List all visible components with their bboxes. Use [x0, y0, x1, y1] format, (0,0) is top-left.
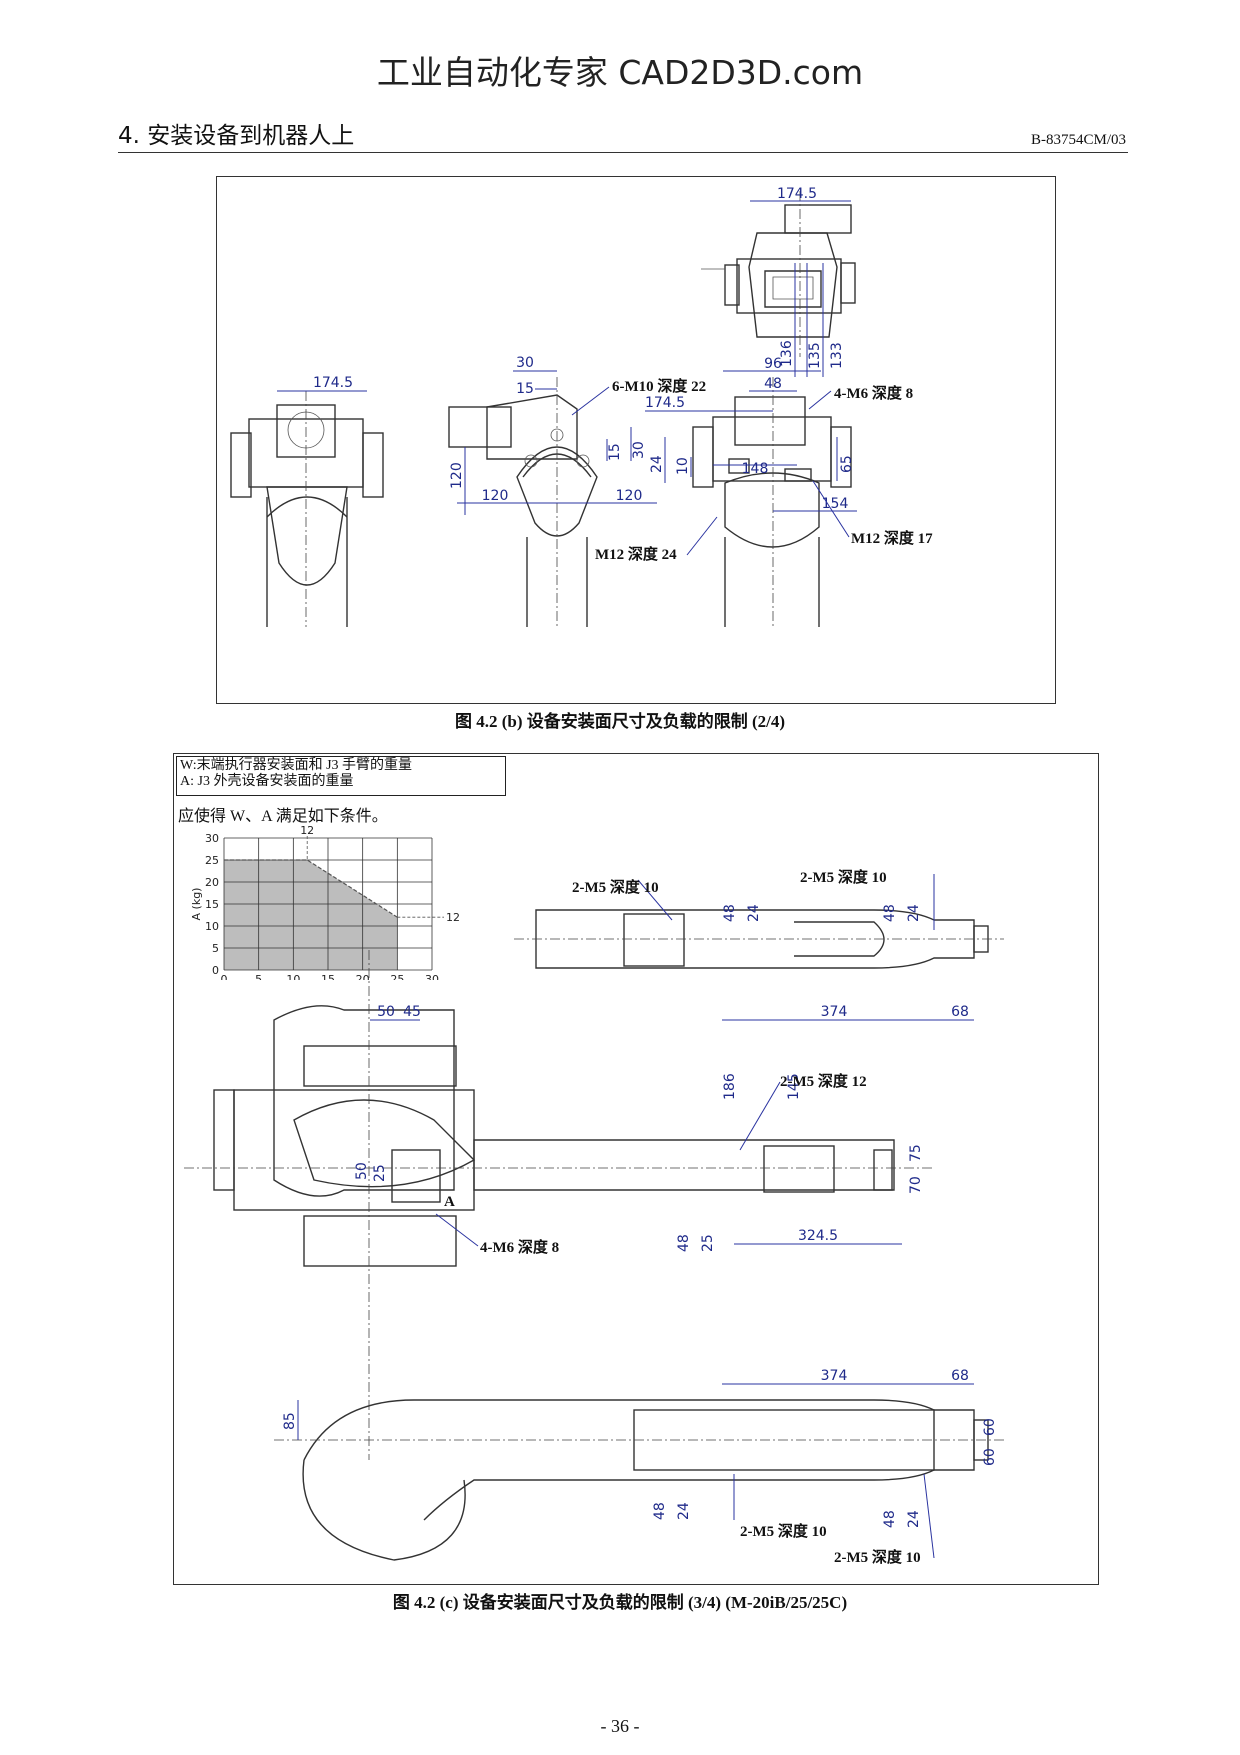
- dim-30-side: 30: [631, 441, 647, 459]
- y-tick-label: 0: [212, 964, 219, 977]
- dim-154: 154: [822, 496, 849, 512]
- dim-186: 186: [722, 1073, 738, 1100]
- note-2-m5-depth-10-b: 2-M5 深度 10: [800, 868, 887, 886]
- dim-174-5-left: 174.5: [313, 375, 353, 391]
- figure-b-drawing: 174.5 136 135 133 174.5: [230, 186, 933, 627]
- label-a: A: [444, 1194, 455, 1210]
- x-tick-label: 15: [321, 973, 335, 980]
- dim-70: 70: [908, 1176, 924, 1194]
- dim-25-a: 25: [372, 1164, 388, 1182]
- y-tick-label: 30: [205, 832, 219, 845]
- dim-374-a: 374: [821, 1004, 848, 1020]
- dim-135: 135: [807, 342, 823, 369]
- wrist-top-view: [701, 191, 856, 357]
- load-boundary-line: [224, 859, 398, 918]
- y-tick-label: 20: [205, 876, 219, 889]
- dim-133: 133: [829, 342, 845, 369]
- dim-25-b: 25: [700, 1234, 716, 1252]
- page-number: - 36 -: [600, 1716, 640, 1736]
- dim-48-c: 48: [676, 1234, 692, 1252]
- section-title: 4. 安装设备到机器人上: [118, 123, 355, 149]
- figure-c-drawing: 2-M5 深度 10 2-M5 深度 10 48 24 48 24 374 68…: [184, 868, 1004, 1566]
- x-tick-label: 10: [286, 973, 300, 980]
- note-m12-depth-24: M12 深度 24: [595, 545, 677, 563]
- dim-324-5: 324.5: [798, 1228, 838, 1244]
- dim-68-b: 68: [951, 1368, 969, 1384]
- document-id: B-83754CM/03: [1030, 132, 1126, 148]
- dim-24-d: 24: [906, 1510, 922, 1528]
- dim-85: 85: [282, 1412, 298, 1430]
- y-tick-label: 25: [205, 854, 219, 867]
- load-condition-text: 应使得 W、A 满足如下条件。: [178, 808, 388, 825]
- dim-120-right: 120: [616, 488, 643, 504]
- dim-148: 148: [742, 461, 769, 477]
- dim-145: 145: [786, 1073, 802, 1100]
- dim-75: 75: [908, 1144, 924, 1162]
- load-chart: 0510152025300510152025301212W (kg)A (kg): [190, 824, 460, 980]
- dim-50-a: 50: [377, 1004, 395, 1020]
- dim-10: 10: [675, 457, 691, 475]
- dim-68-a: 68: [951, 1004, 969, 1020]
- dim-15-side: 15: [607, 443, 623, 461]
- note-2-m5-depth-12: 2-M5 深度 12: [780, 1072, 867, 1090]
- y-axis-label: A (kg): [190, 888, 203, 921]
- dim-15-mid: 15: [516, 381, 534, 397]
- x-tick-label: 30: [425, 973, 439, 980]
- dim-24-b: 24: [906, 904, 922, 922]
- y-tick-label: 10: [205, 920, 219, 933]
- dim-120-vert: 120: [449, 462, 465, 489]
- y-tick-label: 15: [205, 898, 219, 911]
- watermark: 工业自动化专家 CAD2D3D.com: [376, 53, 864, 92]
- legend-line-a: A: J3 外壳设备安装面的重量: [180, 774, 354, 789]
- dim-48-e: 48: [882, 1510, 898, 1528]
- note-4-m6-depth-8-c: 4-M6 深度 8: [480, 1238, 559, 1256]
- weight-legend: W:末端执行器安装面和 J3 手臂的重量 A: J3 外壳设备安装面的重量: [176, 756, 506, 796]
- annotation-y-12: 12: [446, 911, 460, 924]
- legend-line-w: W:末端执行器安装面和 J3 手臂的重量: [180, 758, 413, 773]
- figure-c-caption: 图 4.2 (c) 设备安装面尺寸及负载的限制 (3/4) (M-20iB/25…: [392, 1593, 848, 1612]
- dim-24: 24: [649, 455, 665, 473]
- note-2-m5-depth-10-d: 2-M5 深度 10: [834, 1548, 921, 1566]
- annotation-x-12: 12: [300, 824, 314, 837]
- dim-48-d: 48: [652, 1502, 668, 1520]
- y-tick-label: 5: [212, 942, 219, 955]
- dim-136: 136: [779, 340, 795, 367]
- arm-top-view: [514, 909, 1004, 969]
- figure-b-caption: 图 4.2 (b) 设备安装面尺寸及负载的限制 (2/4): [454, 712, 786, 731]
- middle-arm-view: [448, 377, 598, 627]
- dim-174-5-top: 174.5: [777, 186, 817, 202]
- note-6-m10-depth-22: 6-M10 深度 22: [612, 377, 706, 395]
- dim-48-b: 48: [882, 904, 898, 922]
- x-tick-label: 5: [255, 973, 262, 980]
- arm-side-view: [274, 1399, 1004, 1561]
- note-m12-depth-17: M12 深度 17: [851, 529, 933, 547]
- page-header: 4. 安装设备到机器人上 B-83754CM/03: [118, 123, 1128, 153]
- dim-174-5-right: 174.5: [645, 395, 685, 411]
- dim-60-b: 60: [982, 1448, 998, 1466]
- dim-60-a: 60: [982, 1418, 998, 1436]
- dim-120-left: 120: [482, 488, 509, 504]
- allowable-load-area: [224, 860, 398, 970]
- note-4-m6-depth-8: 4-M6 深度 8: [834, 384, 913, 402]
- dim-24-a: 24: [746, 904, 762, 922]
- dim-48: 48: [764, 376, 782, 392]
- dim-65: 65: [839, 455, 855, 473]
- right-arm-view: [692, 377, 852, 627]
- dim-50-b: 50: [354, 1162, 370, 1180]
- left-arm-view: [230, 391, 384, 627]
- dim-24-c: 24: [676, 1502, 692, 1520]
- note-2-m5-depth-10-c: 2-M5 深度 10: [740, 1522, 827, 1540]
- dim-48-a: 48: [722, 904, 738, 922]
- dim-30-mid: 30: [516, 355, 534, 371]
- arm-main-view: [184, 950, 934, 1460]
- figure-b-frame: 174.5 136 135 133 174.5: [216, 176, 1056, 704]
- x-tick-label: 0: [221, 973, 228, 980]
- dim-45: 45: [403, 1004, 421, 1020]
- dim-374-b: 374: [821, 1368, 848, 1384]
- dim-96: 96: [764, 356, 782, 372]
- note-2-m5-depth-10-a: 2-M5 深度 10: [572, 878, 659, 896]
- x-tick-label: 25: [390, 973, 404, 980]
- x-tick-label: 20: [356, 973, 370, 980]
